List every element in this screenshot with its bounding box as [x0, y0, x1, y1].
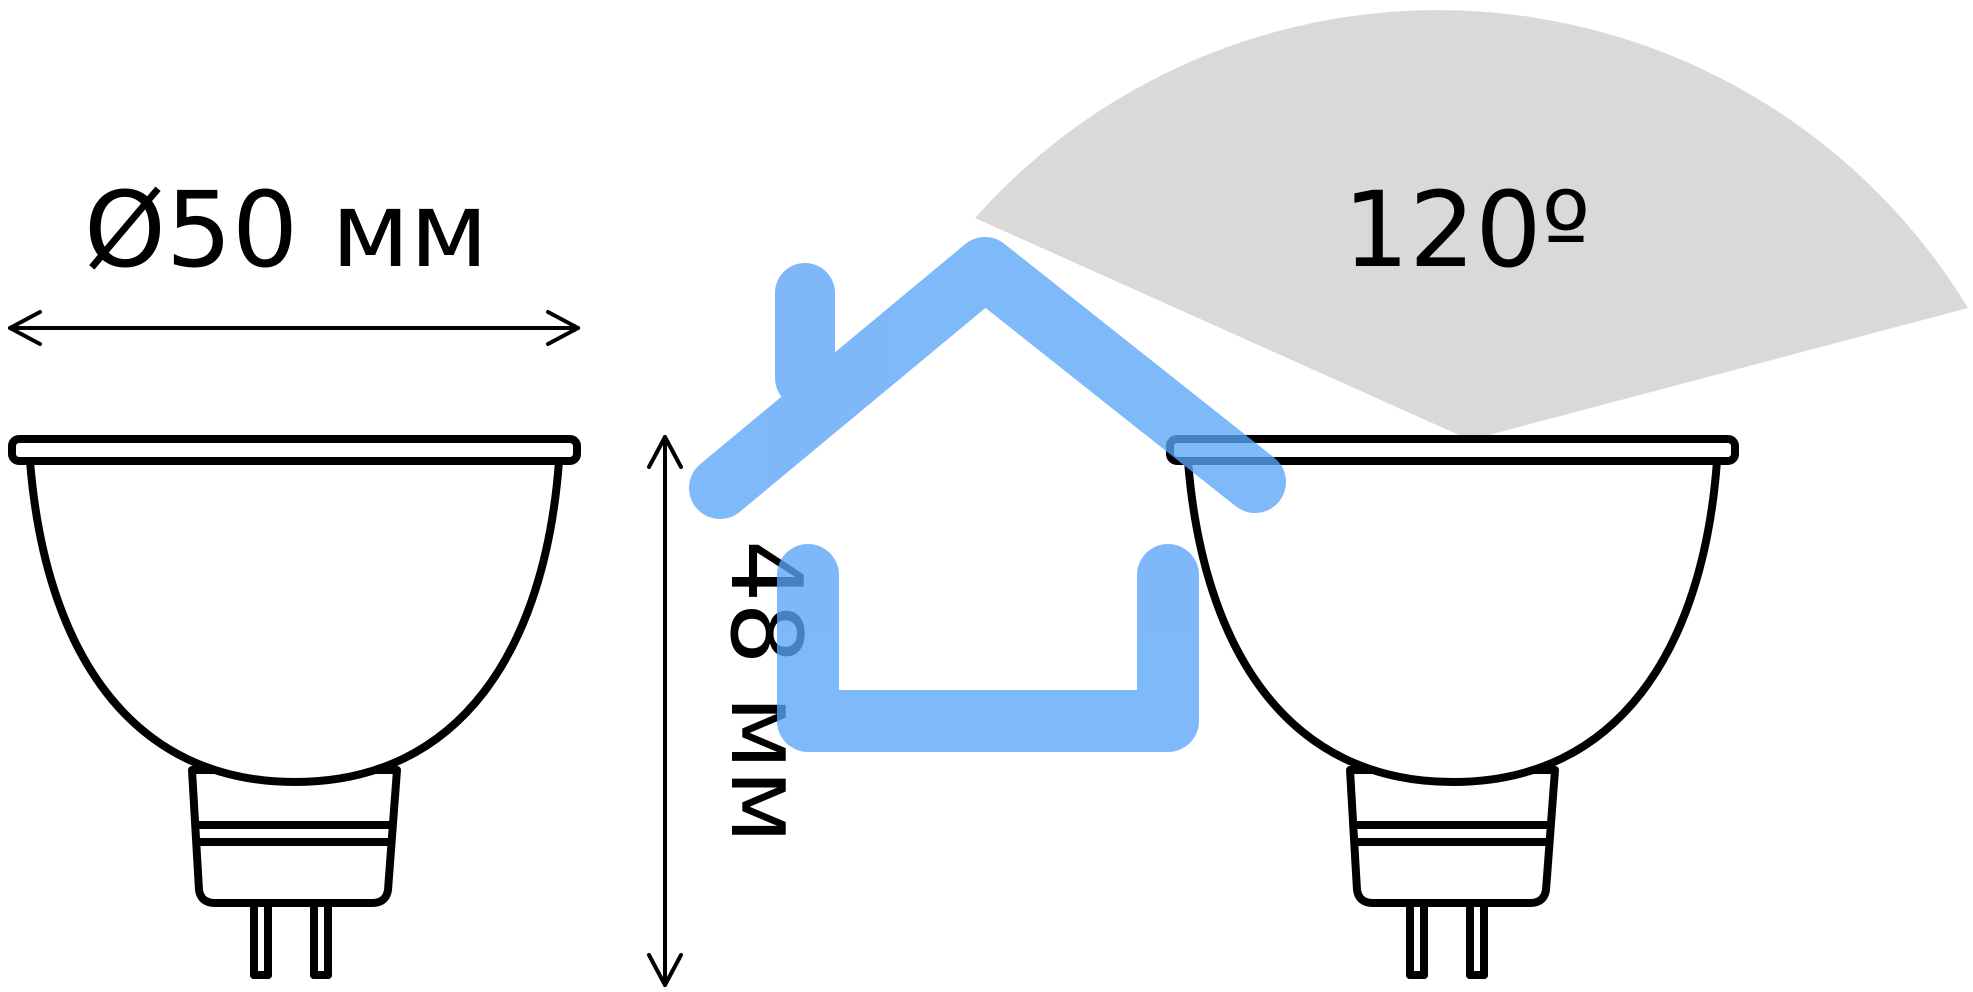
beam-angle-label: 120º — [1343, 169, 1591, 291]
left-lamp — [8, 435, 581, 979]
right-lamp — [1166, 435, 1739, 979]
arrow-head-left-icon — [8, 310, 42, 346]
house-icon — [689, 237, 1286, 752]
arrow-head-down-icon — [647, 953, 683, 987]
arrow-head-up-icon — [647, 435, 683, 469]
left-lamp-reflector — [26, 457, 563, 786]
diameter-label: Ø50 мм — [84, 169, 488, 291]
right-lamp-base — [1346, 766, 1559, 907]
arrow-head-right-icon — [546, 310, 580, 346]
height-dimension-arrow — [647, 435, 683, 987]
diameter-dimension-arrow — [8, 310, 580, 346]
left-lamp-rim — [8, 435, 581, 465]
beam-angle-sector — [975, 10, 1968, 441]
left-lamp-base — [188, 766, 401, 907]
right-lamp-reflector — [1184, 457, 1721, 786]
